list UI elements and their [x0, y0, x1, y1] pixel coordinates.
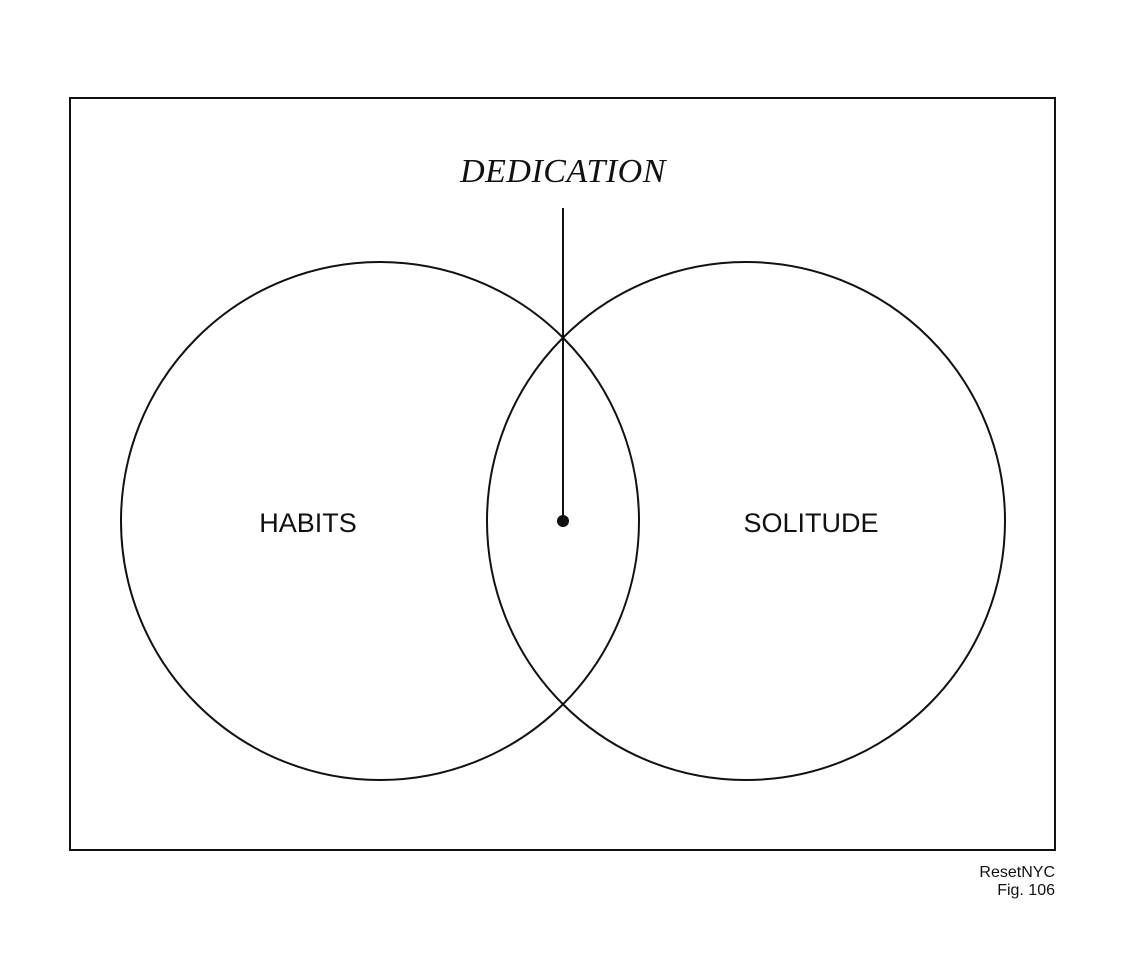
set-label-habits: HABITS: [259, 508, 357, 538]
solitude-circle: [486, 261, 1006, 781]
habits-circle: [120, 261, 640, 781]
intersection-dot: [557, 515, 569, 527]
frame-border: [69, 97, 1056, 851]
set-label-solitude: SOLITUDE: [743, 508, 878, 538]
intersection-label: DEDICATION: [459, 153, 668, 190]
credit-source: ResetNYC: [979, 864, 1055, 881]
figure-credit: ResetNYC Fig. 106: [979, 864, 1055, 900]
credit-figure-number: Fig. 106: [997, 882, 1055, 899]
